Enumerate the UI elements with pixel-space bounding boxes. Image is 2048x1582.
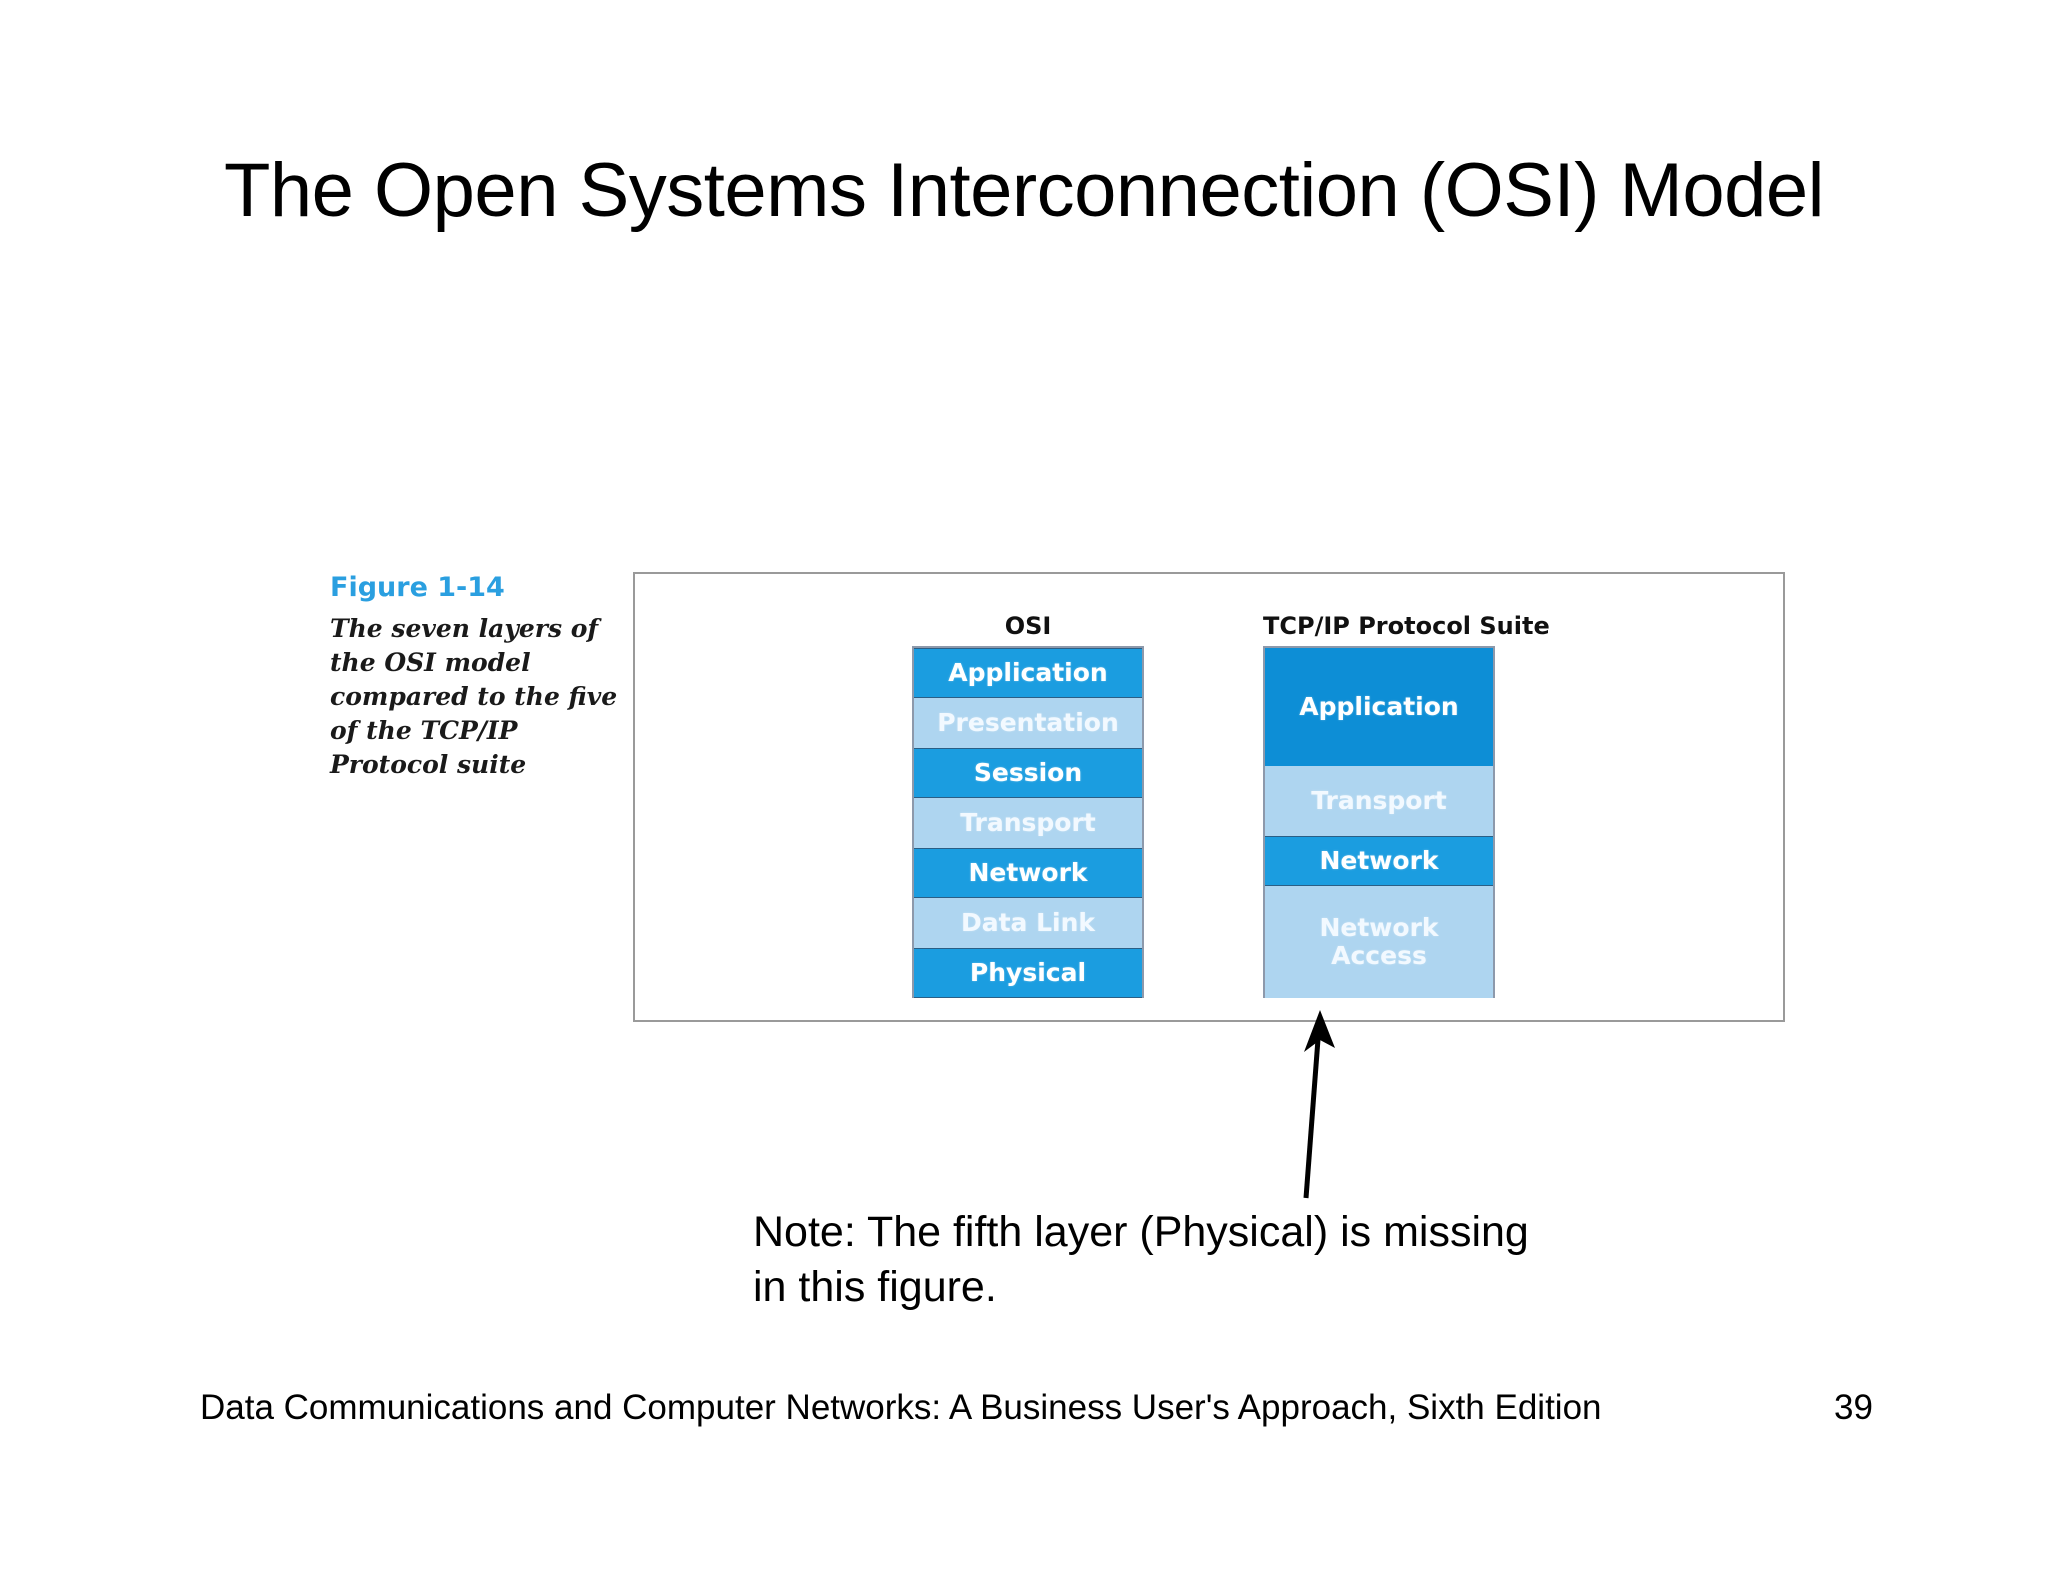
- tcpip-stack-group: TCP/IP Protocol Suite Application Transp…: [1263, 612, 1550, 998]
- tcpip-layer-application: Application: [1265, 648, 1493, 766]
- note-annotation-text: Note: The fifth layer (Physical) is miss…: [753, 1205, 1653, 1315]
- osi-layer-data-link: Data Link: [914, 898, 1142, 948]
- osi-stack-group: OSI Application Presentation Session Tra…: [912, 612, 1144, 998]
- footer-page-number: 39: [1834, 1388, 1873, 1427]
- figure-caption-block: Figure 1-14 The seven layers of the OSI …: [330, 572, 630, 782]
- osi-layer-session: Session: [914, 748, 1142, 798]
- osi-stack-header: OSI: [1004, 612, 1052, 640]
- tcpip-layer-transport: Transport: [1265, 766, 1493, 836]
- note-line-2: in this figure.: [753, 1263, 997, 1312]
- figure-number-label: Figure 1-14: [330, 572, 505, 603]
- osi-layer-physical: Physical: [914, 948, 1142, 998]
- osi-layer-presentation: Presentation: [914, 698, 1142, 748]
- up-right-arrow-icon: [1303, 1010, 1335, 1199]
- note-line-1: Note: The fifth layer (Physical) is miss…: [753, 1208, 1529, 1256]
- osi-layer-network: Network: [914, 848, 1142, 898]
- tcpip-stack-header: TCP/IP Protocol Suite: [1263, 612, 1550, 640]
- page-title: The Open Systems Interconnection (OSI) M…: [223, 148, 1825, 233]
- annotation-arrow-container: [1270, 1000, 1360, 1205]
- osi-layer-transport: Transport: [914, 798, 1142, 848]
- figure-description-text: The seven layers of the OSI model compar…: [330, 614, 618, 780]
- footer-source-text: Data Communications and Computer Network…: [200, 1388, 1602, 1427]
- tcpip-layer-network: Network: [1265, 836, 1493, 886]
- figure-frame: [633, 572, 1785, 1022]
- osi-layer-application: Application: [914, 648, 1142, 698]
- osi-layer-stack: Application Presentation Session Transpo…: [912, 646, 1144, 998]
